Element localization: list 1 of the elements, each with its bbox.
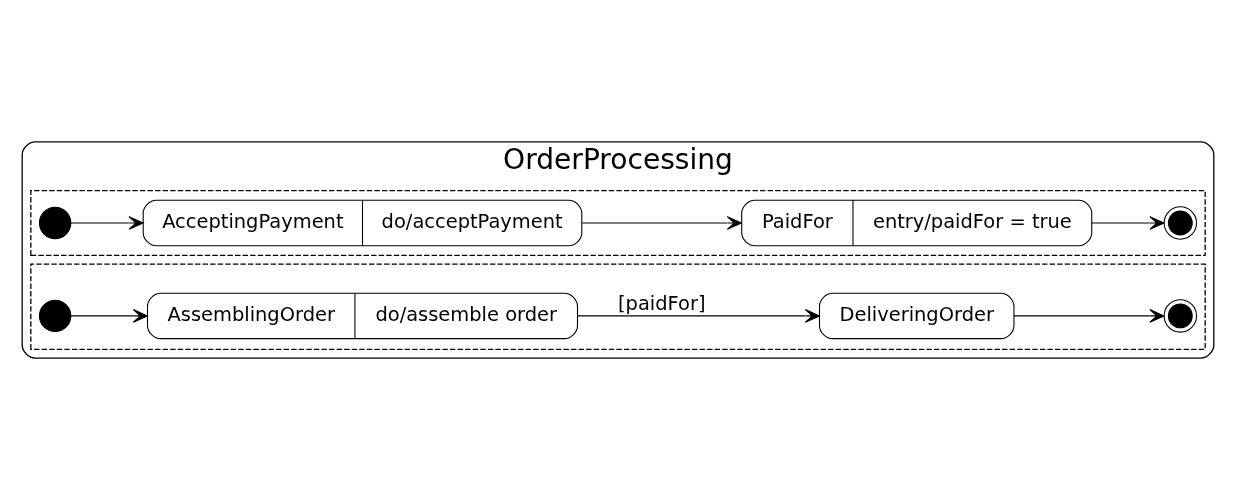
edge-label: [paidFor]: [617, 291, 706, 315]
